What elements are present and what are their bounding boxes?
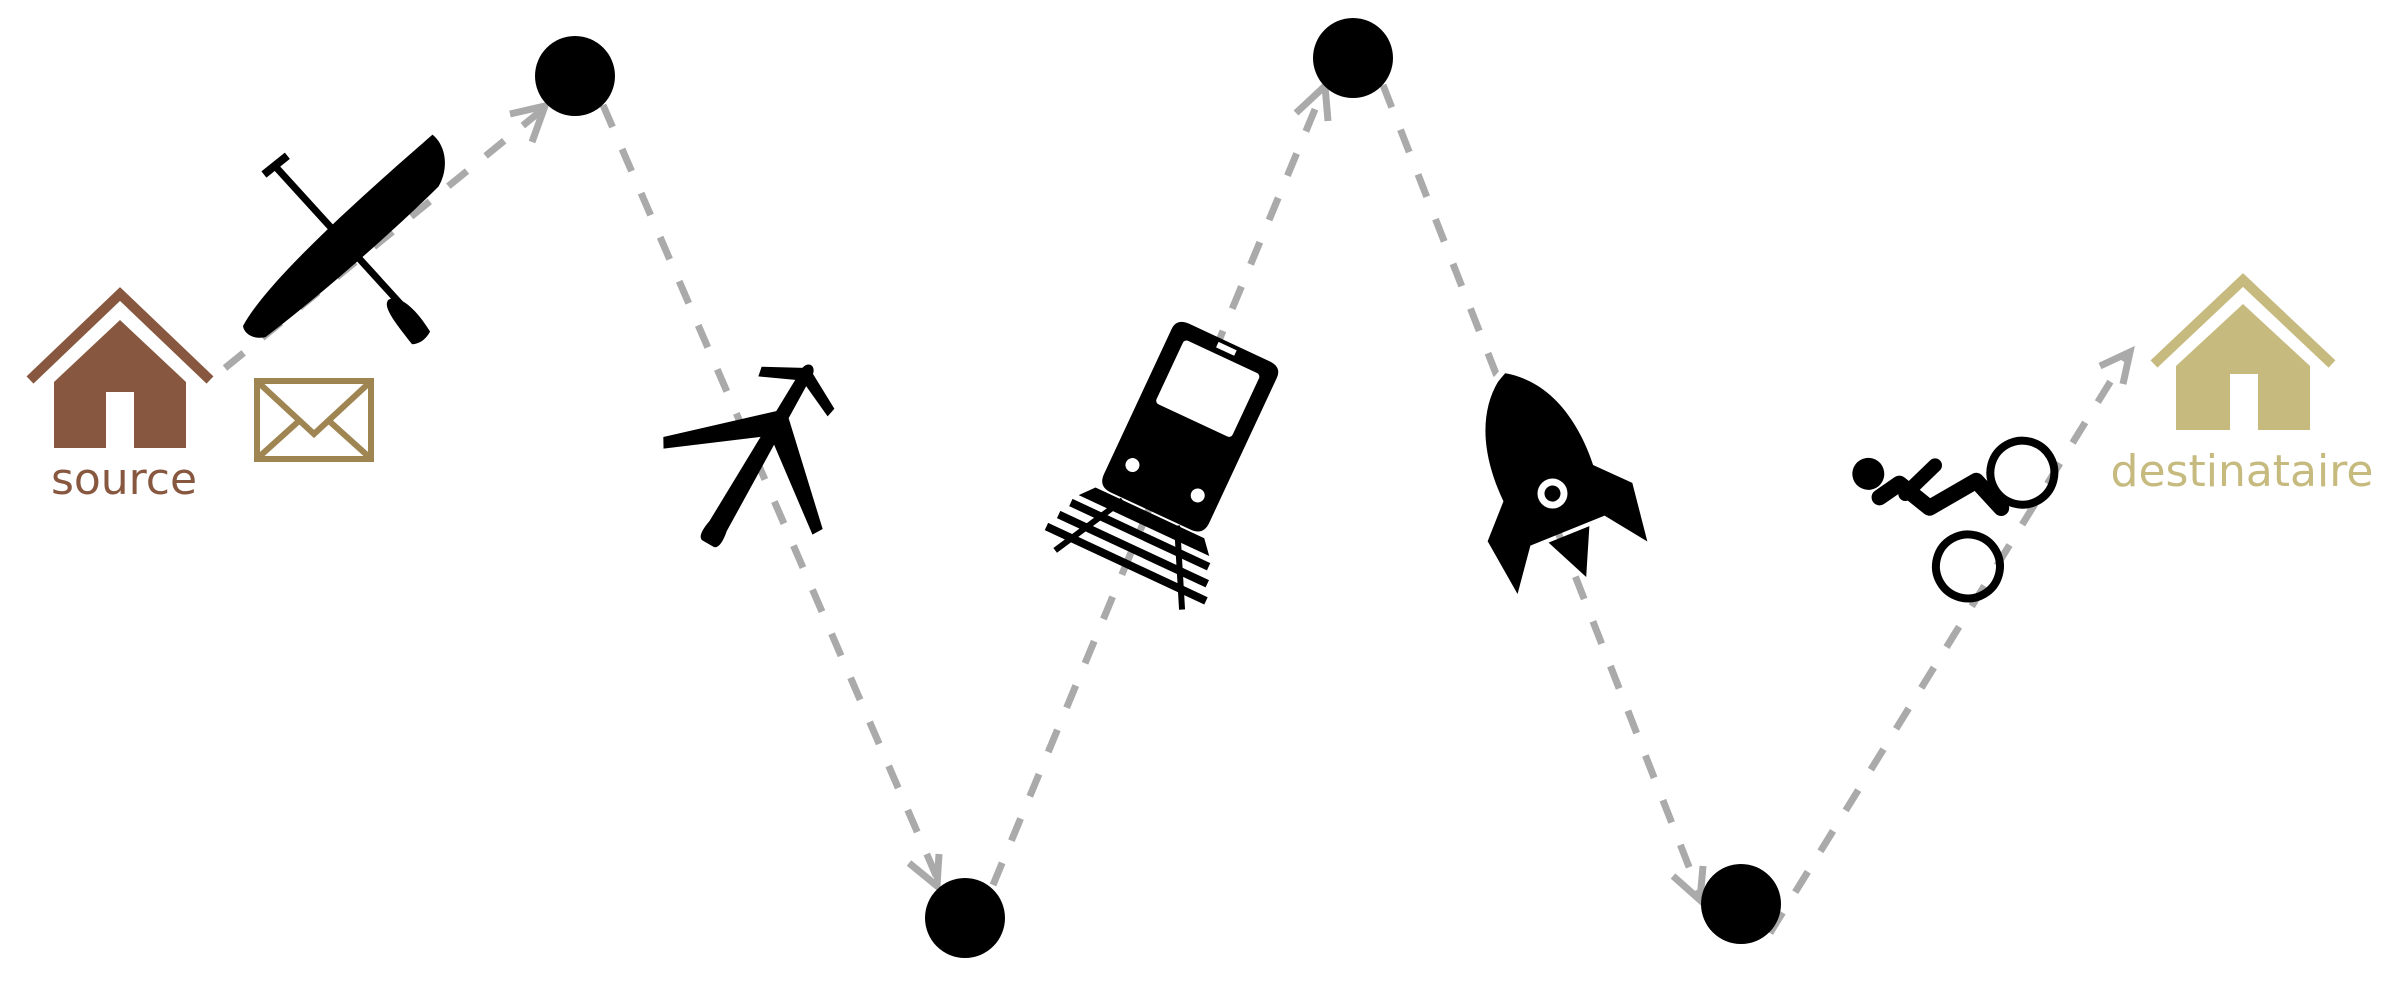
train-icon: [1044, 321, 1279, 610]
house-icon: [26, 287, 214, 448]
route-node: [1313, 18, 1393, 98]
destination-label: destinataire: [2111, 446, 2374, 497]
route-node: [1701, 864, 1781, 944]
source-label: source: [51, 454, 197, 505]
route-node: [535, 36, 615, 116]
destination-node: destinataire: [2111, 273, 2374, 497]
rocket-icon: [1465, 369, 1648, 594]
arrow-node-1-to-node-2: [599, 103, 943, 894]
arrow-node-4-to-destination: [1767, 345, 2135, 935]
canoe-icon: [242, 134, 445, 345]
wheelchair-icon: [1852, 436, 2059, 603]
airplane-icon: [663, 364, 835, 548]
source-node: source: [26, 287, 214, 505]
house-icon: [2150, 273, 2336, 430]
route-node: [925, 878, 1005, 958]
envelope-icon: [254, 378, 374, 462]
route-nodes: [535, 18, 1781, 958]
